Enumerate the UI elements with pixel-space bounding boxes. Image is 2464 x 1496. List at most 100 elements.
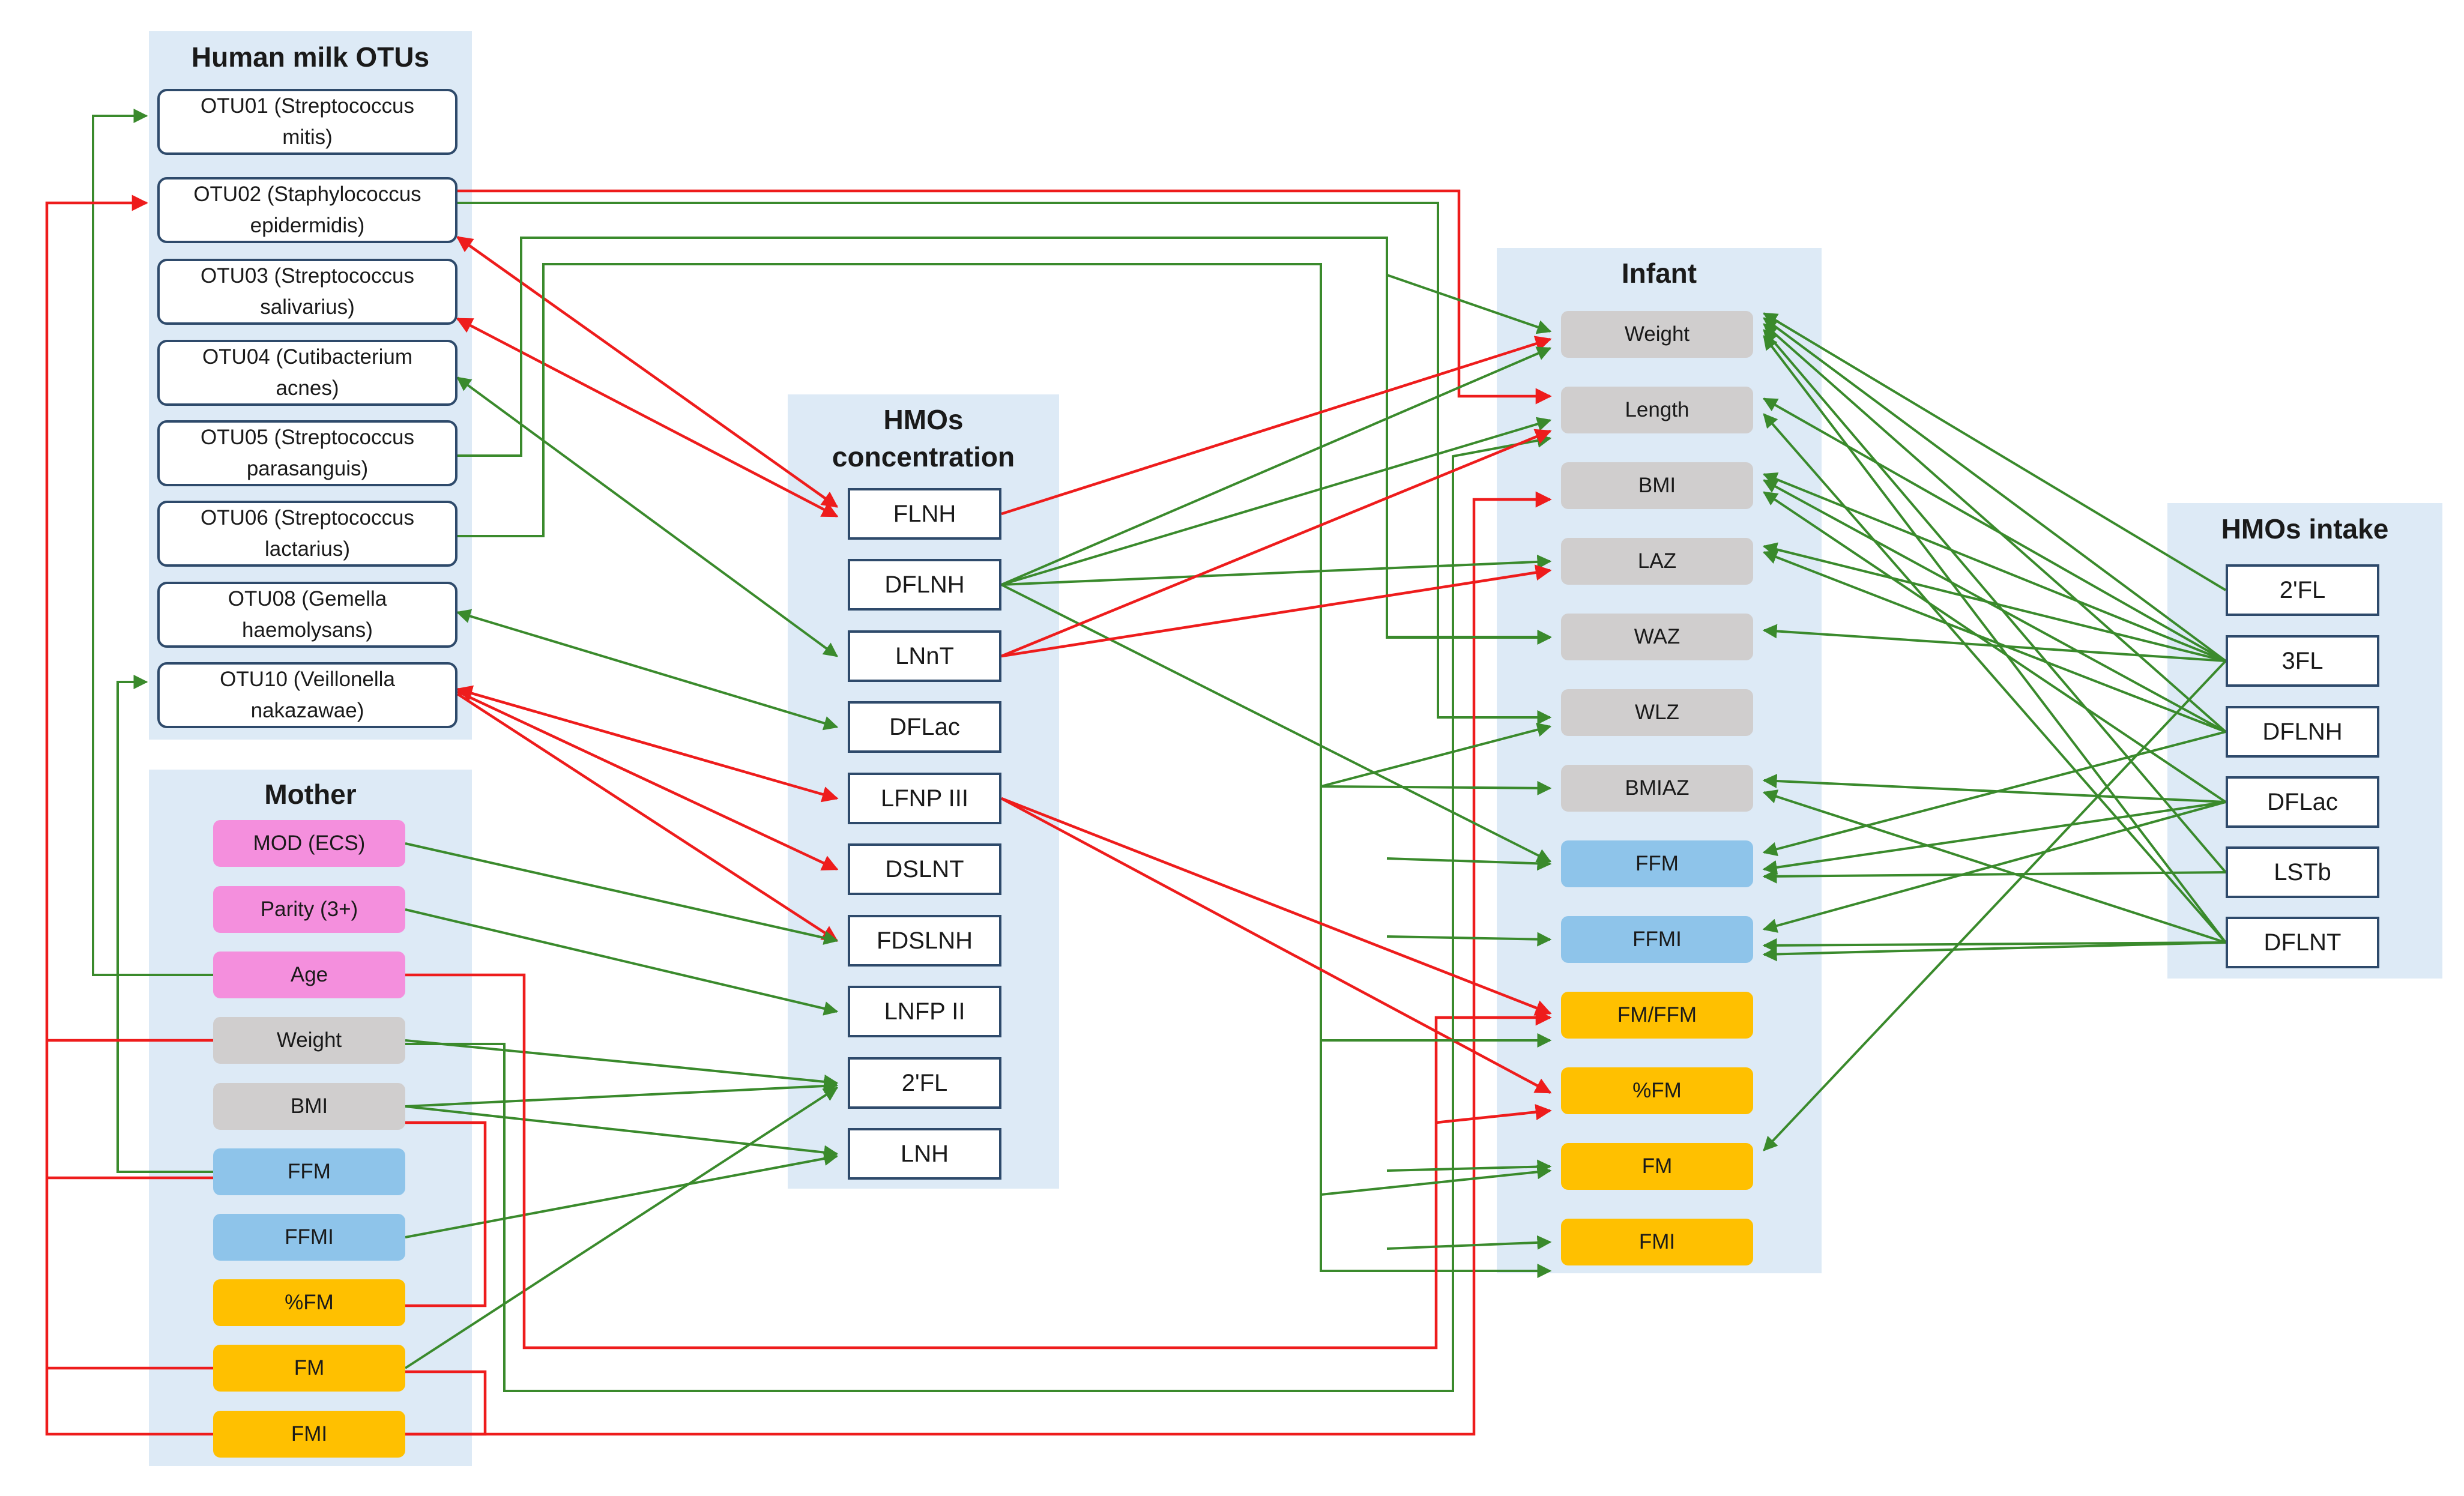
connection-arrow xyxy=(405,973,1552,1350)
hmo-concentration-box: FDSLNH xyxy=(848,915,1001,967)
otu-line1: OTU02 (Staphylococcus xyxy=(193,182,421,206)
mother-variable: MOD (ECS) xyxy=(213,820,405,867)
otu-box: OTU04 (Cutibacterium acnes) xyxy=(157,340,457,406)
mother-variable: Weight xyxy=(213,1017,405,1064)
connection-arrow xyxy=(1000,797,1552,1094)
hmo-concentration-box: DFLNH xyxy=(848,559,1001,611)
connection-arrow xyxy=(1762,479,2226,733)
connection-arrow xyxy=(1762,938,2226,953)
otu-line1: OTU06 (Streptococcus xyxy=(201,506,414,529)
mother-variable: FMI xyxy=(213,1411,405,1458)
connection-arrow xyxy=(1762,869,2226,884)
connection-arrow xyxy=(1762,789,2226,944)
otu-box: OTU03 (Streptococcus salivarius) xyxy=(157,259,457,325)
connection-arrow xyxy=(404,1087,839,1369)
connection-arrow xyxy=(1001,584,1552,863)
connection-arrow xyxy=(1762,801,2226,933)
otu-line2: salivarius) xyxy=(260,295,355,319)
otu-line1: OTU08 (Gemella xyxy=(228,587,387,611)
hmo-intake-box: DFLac xyxy=(2226,776,2379,828)
connection-arrow xyxy=(456,685,839,803)
hmo-intake-panel-title: HMOs intake xyxy=(2221,513,2389,544)
hmo-conc-panel-title-line2: concentration xyxy=(832,441,1015,472)
infant-variable: FFM xyxy=(1561,840,1753,887)
connection-arrow xyxy=(457,263,1552,1278)
hmo-concentration-box: LNFP II xyxy=(848,986,1001,1037)
connection-arrow xyxy=(1762,774,2226,803)
infant-variable: FM/FFM xyxy=(1561,992,1753,1039)
connection-arrow xyxy=(45,195,213,1436)
mother-panel-title: Mother xyxy=(264,779,357,810)
infant-variable: %FM xyxy=(1561,1067,1753,1114)
connection-arrow xyxy=(405,842,839,945)
connection-arrow xyxy=(1762,941,2226,962)
connection-arrow xyxy=(1762,624,2226,662)
infant-variable: BMIAZ xyxy=(1561,765,1753,812)
infant-variable: FM xyxy=(1561,1143,1753,1190)
connection-arrow xyxy=(457,690,839,871)
otu-box: OTU06 (Streptococcus lactarius) xyxy=(157,501,457,567)
infant-variable: Length xyxy=(1561,387,1753,433)
connection-arrow xyxy=(1763,323,2227,733)
otu-box: OTU10 (Veillonella nakazawae) xyxy=(157,662,457,728)
connection-arrow xyxy=(1320,780,1552,795)
connection-arrow xyxy=(405,1079,839,1108)
hmo-intake-box: DFLNT xyxy=(2226,917,2379,968)
infant-variable: WLZ xyxy=(1561,689,1753,736)
mother-variable: FM xyxy=(213,1345,405,1392)
connection-arrow xyxy=(457,189,1552,405)
otu-box: OTU05 (Streptococcus parasanguis) xyxy=(157,420,457,486)
connection-arrow xyxy=(405,1370,487,1436)
otu-line1: OTU10 (Veillonella xyxy=(220,668,395,691)
mother-variable: Parity (3+) xyxy=(213,886,405,933)
connection-arrow xyxy=(1001,346,1552,586)
otu-line2: lactarius) xyxy=(265,537,350,561)
otu-line2: nakazawae) xyxy=(250,699,364,722)
connection-arrow xyxy=(456,376,838,657)
connection-arrow xyxy=(1436,1104,1552,1124)
connection-arrow xyxy=(1386,1235,1552,1250)
connection-arrow xyxy=(1001,429,1552,658)
connection-arrow xyxy=(1762,542,2226,662)
connection-arrow xyxy=(405,1039,839,1089)
connection-arrow xyxy=(457,202,1552,725)
connection-arrow xyxy=(1001,564,1552,658)
mother-variable: FFM xyxy=(213,1148,405,1195)
infant-variable: FFMI xyxy=(1561,916,1753,963)
connection-arrow xyxy=(1763,317,2227,662)
otu-line1: OTU03 (Streptococcus xyxy=(201,264,414,288)
otu-line1: OTU05 (Streptococcus xyxy=(201,426,414,449)
otus-panel-title: Human milk OTUs xyxy=(191,41,430,73)
infant-variable: FMI xyxy=(1561,1219,1753,1265)
hmo-concentration-box: LFNP III xyxy=(848,773,1001,824)
hmo-conc-panel-title-line1: HMOs xyxy=(883,404,964,435)
hmo-concentration-box: LNH xyxy=(848,1128,1001,1180)
otu-line1: OTU01 (Streptococcus xyxy=(201,94,414,118)
connection-arrow xyxy=(1763,329,2227,873)
otu-line1: OTU04 (Cutibacterium xyxy=(202,345,413,369)
mother-variable: BMI xyxy=(213,1083,405,1130)
hmo-concentration-box: 2'FL xyxy=(848,1057,1001,1109)
connection-arrow xyxy=(1763,413,2227,944)
connection-arrow xyxy=(1320,722,1552,788)
infant-panel-title: Infant xyxy=(1621,258,1697,289)
connection-arrow xyxy=(1763,491,2227,803)
connection-arrow xyxy=(1763,335,2227,944)
infant-variable: WAZ xyxy=(1561,614,1753,660)
connection-arrow xyxy=(405,491,1552,1436)
hmo-concentration-box: FLNH xyxy=(848,488,1001,540)
otu-line2: acnes) xyxy=(276,376,339,400)
mother-variable: %FM xyxy=(213,1279,405,1326)
mother-variable: FFMI xyxy=(213,1214,405,1261)
hmo-intake-box: LSTb xyxy=(2226,846,2379,898)
connection-arrow xyxy=(1762,550,2226,733)
otu-line2: parasanguis) xyxy=(246,457,369,480)
connection-arrow xyxy=(456,693,839,942)
connection-arrow xyxy=(116,675,213,1173)
connection-arrow xyxy=(1386,274,1552,334)
connection-arrow xyxy=(1762,312,2227,591)
